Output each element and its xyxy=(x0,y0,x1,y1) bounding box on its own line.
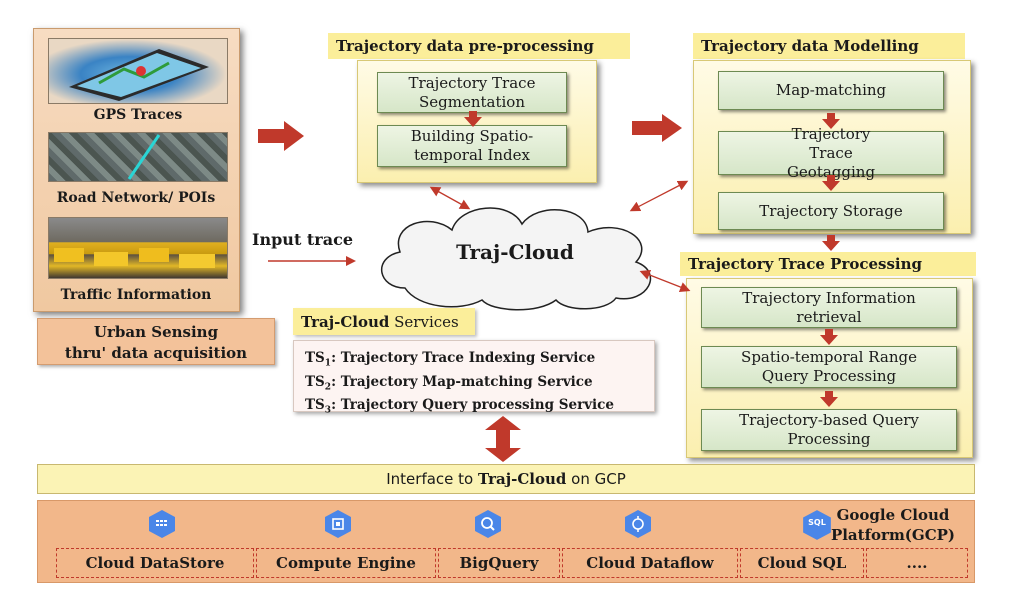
taxi-icon xyxy=(54,248,215,268)
preprocessing-down-arrow xyxy=(464,111,482,127)
preprocessing-to-modelling-arrow xyxy=(632,114,682,142)
traj-cloud-label: Traj-Cloud xyxy=(456,240,574,264)
modelling-step-map-matching: Map-matching xyxy=(718,71,944,110)
bigquery-icon xyxy=(475,510,501,538)
services-box: TS1: Trajectory Trace Indexing Service T… xyxy=(293,340,655,416)
modelling-to-processing-arrow xyxy=(822,235,840,251)
preprocessing-title: Trajectory data pre-processing xyxy=(328,33,630,59)
modelling-title: Trajectory data Modelling xyxy=(693,33,965,59)
service-item-ts1: TS1: Trajectory Trace Indexing Service xyxy=(305,350,596,369)
input-trace-label: Input trace xyxy=(252,230,354,249)
processing-title: Trajectory Trace Processing xyxy=(680,252,976,276)
traj-cloud-shape xyxy=(381,207,652,311)
cloud-sql-icon xyxy=(803,510,831,540)
gps-phone-icon xyxy=(69,49,209,101)
interface-text-before: Interface to xyxy=(386,470,478,488)
gcp-service-datastore: Cloud DataStore xyxy=(56,548,254,578)
interface-text-bold: Traj-Cloud xyxy=(478,470,567,488)
gcp-title: Google Cloud Platform(GCP) xyxy=(830,506,956,544)
traffic-image xyxy=(48,217,228,279)
interface-bar: Interface to Traj-Cloud on GCP xyxy=(37,464,975,494)
cloud-sql-icon-label: SQL xyxy=(808,518,826,527)
service-item-ts2: TS2: Trajectory Map-matching Service xyxy=(305,373,593,393)
traffic-info-label: Traffic Information xyxy=(60,287,212,303)
processing-step-info-retrieval: Trajectory Information retrieval xyxy=(701,287,957,328)
services-title-bold: Traj-Cloud xyxy=(301,312,390,331)
processing-step-range-query: Spatio-temporal Range Query Processing xyxy=(701,346,957,388)
modelling-down-arrow-2 xyxy=(822,175,840,191)
service-item-ts3: TS3: Trajectory Query processing Service xyxy=(305,397,614,417)
gcp-service-cloud-sql: Cloud SQL xyxy=(740,548,864,578)
input-trace-arrow xyxy=(268,256,356,266)
gcp-service-dataflow: Cloud Dataflow xyxy=(562,548,738,578)
modelling-step-storage: Trajectory Storage xyxy=(718,192,944,230)
datastore-icon xyxy=(149,510,175,538)
urban-sensing-box: Urban Sensing thru' data acquisition xyxy=(37,318,275,365)
processing-step-trajectory-query: Trajectory-based Query Processing xyxy=(701,409,957,451)
modelling-down-arrow-1 xyxy=(822,113,840,129)
urban-sensing-line2: thru' data acquisition xyxy=(64,344,248,362)
gps-traces-image xyxy=(48,38,228,104)
gcp-service-more: .... xyxy=(866,548,968,578)
services-title: Traj-Cloud Services xyxy=(293,308,475,335)
sources-to-preprocessing-arrow xyxy=(258,121,304,151)
interface-text-after: on GCP xyxy=(566,470,626,488)
gcp-service-bigquery: BigQuery xyxy=(438,548,560,578)
road-network-label: Road Network/ POIs xyxy=(56,190,216,206)
dataflow-icon xyxy=(625,510,651,538)
services-interface-double-arrow xyxy=(485,416,521,462)
processing-down-arrow-1 xyxy=(820,329,838,345)
road-line-icon xyxy=(127,134,161,180)
services-title-rest: Services xyxy=(389,312,459,331)
gps-traces-label: GPS Traces xyxy=(93,107,183,123)
gcp-service-compute-engine: Compute Engine xyxy=(256,548,436,578)
urban-sensing-line1: Urban Sensing xyxy=(93,323,219,341)
road-network-image xyxy=(48,132,228,182)
processing-down-arrow-2 xyxy=(820,391,838,407)
compute-engine-icon xyxy=(325,510,351,538)
